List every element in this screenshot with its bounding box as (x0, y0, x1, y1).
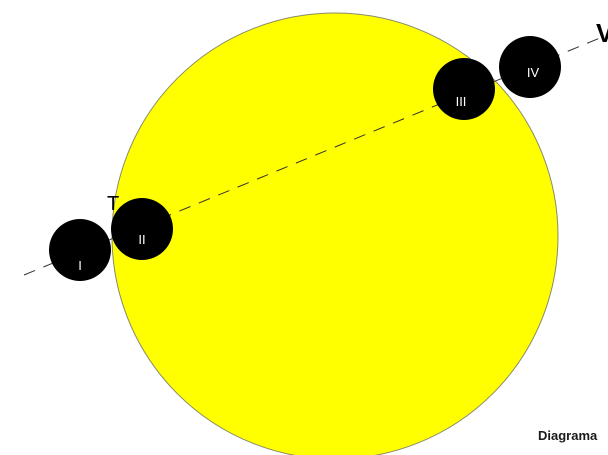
contact-4-label: IV (527, 65, 540, 80)
contact-3: III (433, 58, 495, 120)
planet-disk-contact-3 (433, 58, 495, 120)
marker-t: T (107, 193, 119, 215)
marker-v: V (596, 18, 608, 48)
contact-1-label: I (78, 258, 82, 273)
contact-4: IV (499, 36, 561, 98)
contact-1: I (49, 219, 111, 281)
diagram-caption: Diagrama (538, 428, 597, 443)
contact-3-label: III (456, 94, 467, 109)
contact-2: II (111, 198, 173, 260)
planet-disk-contact-2 (111, 198, 173, 260)
contact-2-label: II (138, 232, 145, 247)
